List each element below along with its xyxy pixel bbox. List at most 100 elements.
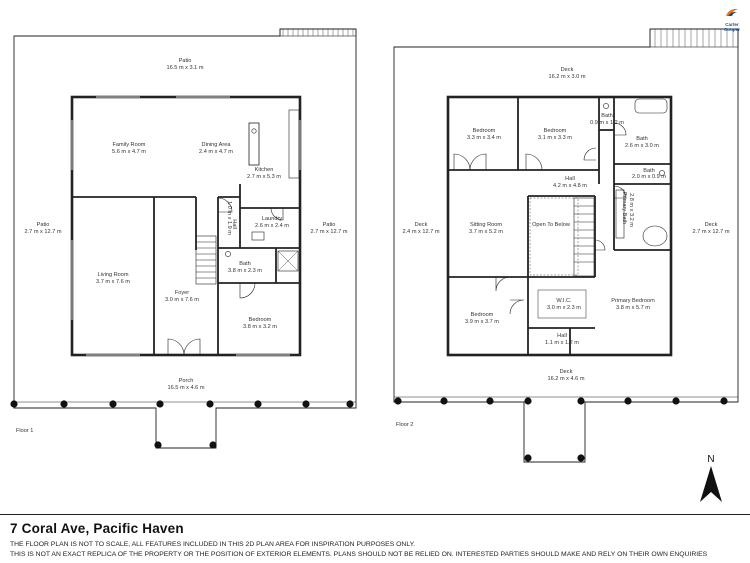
floor-2-toilet-a bbox=[603, 103, 609, 109]
f2-bedroom-b-name: Bedroom bbox=[544, 128, 567, 134]
f1-porch-dims: 16.5 m x 4.6 m bbox=[168, 385, 205, 391]
f1-patio-top-dims: 16.5 m x 3.1 m bbox=[167, 65, 204, 71]
f2-primary-bath-name: Primary Bath bbox=[621, 192, 627, 224]
floor-2-label: Floor 2 bbox=[396, 422, 413, 428]
f1-bedroom-name: Bedroom bbox=[249, 317, 272, 323]
f1-patio-left-name: Patio bbox=[37, 222, 50, 228]
disclaimer-line-2: THIS IS NOT AN EXACT REPLICA OF THE PROP… bbox=[10, 551, 708, 558]
floor-2-stairs bbox=[573, 197, 595, 277]
f1-foyer-dims: 3.0 m x 7.6 m bbox=[165, 297, 199, 303]
f1-dining-name: Dining Area bbox=[202, 142, 232, 148]
floor-2-wic-shelves bbox=[537, 289, 587, 319]
north-label: N bbox=[707, 454, 714, 465]
floor-2-primary-tub bbox=[642, 225, 668, 247]
f2-hall-small-dims: 1.1 m x 1.2 m bbox=[545, 340, 579, 346]
f2-hall-small-name: Hall bbox=[557, 333, 567, 339]
f1-laundry-name: Laundry bbox=[262, 216, 282, 222]
floor-2 bbox=[393, 28, 739, 463]
f1-bedroom-dims: 3.8 m x 3.2 m bbox=[243, 324, 277, 330]
f1-hall-dims: 1.0 m x 1.9 m bbox=[226, 201, 232, 235]
f1-bath-name: Bath bbox=[239, 261, 251, 267]
floor-1-interior-walls bbox=[72, 184, 300, 355]
f2-hall-dims: 4.2 m x 4.8 m bbox=[553, 183, 587, 189]
floor-1-kitchen-island bbox=[248, 122, 260, 166]
logo-text-line1: Carter bbox=[725, 22, 739, 27]
f1-kitchen-name: Kitchen bbox=[255, 167, 274, 173]
f1-patio-top-name: Patio bbox=[179, 58, 192, 64]
floor-2-posts bbox=[394, 397, 728, 462]
floor-1-toilet bbox=[225, 251, 231, 257]
floor-2-vanity bbox=[615, 189, 625, 239]
f1-patio-right-name: Patio bbox=[323, 222, 336, 228]
f2-deck-top-name: Deck bbox=[561, 67, 574, 73]
floor-2-bathtub bbox=[634, 98, 668, 114]
f2-hall-name: Hall bbox=[565, 176, 575, 182]
f2-bath-main-name: Bath bbox=[636, 136, 648, 142]
f2-bath-ensuite-dims: 2.0 m x 0.9 m bbox=[632, 174, 666, 180]
floor-2-windows bbox=[447, 96, 672, 356]
f2-primary-bedroom-dims: 3.8 m x 5.7 m bbox=[616, 305, 650, 311]
logo-mark-icon bbox=[726, 8, 738, 16]
f2-deck-top-dims: 16.2 m x 3.0 m bbox=[549, 74, 586, 80]
floor-2-railing bbox=[649, 28, 739, 48]
brand-logo: Carter Cooper bbox=[718, 4, 746, 32]
floor-1-railing-hatch bbox=[282, 29, 354, 36]
f1-kitchen-dims: 2.7 m x 5.3 m bbox=[247, 174, 281, 180]
north-arrow: N bbox=[696, 452, 726, 504]
floor-2-open-to-below bbox=[529, 197, 579, 276]
f2-primary-bedroom-name: Primary Bedroom bbox=[611, 298, 655, 304]
floor-2-doors bbox=[453, 122, 627, 315]
f1-patio-left-dims: 2.7 m x 12.7 m bbox=[25, 229, 62, 235]
f1-porch-name: Porch bbox=[179, 378, 194, 384]
f2-bath-small-name: Bath bbox=[601, 113, 613, 119]
f2-bath-main-dims: 2.6 m x 3.0 m bbox=[625, 143, 659, 149]
floor-2-interior-walls bbox=[448, 97, 671, 355]
f2-open-to-below-name: Open To Below bbox=[532, 222, 571, 228]
f1-laundry-dims: 2.6 m x 2.4 m bbox=[255, 223, 289, 229]
f1-bath-dims: 3.8 m x 2.3 m bbox=[228, 268, 262, 274]
floor-1-island-sink bbox=[251, 128, 257, 134]
f2-bath-small-dims: 0.9 m x 1.2 m bbox=[590, 120, 624, 126]
logo-text-line2: Cooper bbox=[723, 27, 741, 32]
f2-deck-right-dims: 2.7 m x 12.7 m bbox=[693, 229, 730, 235]
f2-bedroom-a-name: Bedroom bbox=[473, 128, 496, 134]
f1-family-room-dims: 5.6 m x 4.7 m bbox=[112, 149, 146, 155]
f1-dining-dims: 2.4 m x 4.7 m bbox=[199, 149, 233, 155]
footer: 7 Coral Ave, Pacific Haven THE FLOOR PLA… bbox=[0, 514, 750, 563]
f1-foyer-name: Foyer bbox=[175, 290, 189, 296]
f2-primary-bath-dims: 2.8 m x 3.2 m bbox=[628, 193, 634, 227]
floor-1-shower bbox=[277, 250, 299, 272]
f2-bedroom-c-name: Bedroom bbox=[471, 312, 494, 318]
f1-living-name: Living Room bbox=[97, 272, 128, 278]
floor-1-stairs bbox=[195, 235, 217, 285]
f2-deck-left-dims: 2.4 m x 12.7 m bbox=[403, 229, 440, 235]
floor-1-kitchen-counter bbox=[288, 109, 300, 179]
f2-wic-name: W.I.C. bbox=[556, 298, 572, 304]
f1-family-room-name: Family Room bbox=[113, 142, 146, 148]
f2-sitting-dims: 3.7 m x 5.2 m bbox=[469, 229, 503, 235]
floor-2-railing-hatch bbox=[654, 29, 734, 47]
property-address: 7 Coral Ave, Pacific Haven bbox=[10, 521, 184, 536]
north-arrow-icon bbox=[700, 466, 722, 502]
f2-deck-bottom-name: Deck bbox=[560, 369, 573, 375]
f2-bath-ensuite-name: Bath bbox=[643, 168, 655, 174]
f2-bedroom-a-dims: 3.3 m x 3.4 m bbox=[467, 135, 501, 141]
floor-1 bbox=[10, 28, 357, 449]
f2-deck-bottom-dims: 16.2 m x 4.6 m bbox=[548, 376, 585, 382]
f2-bedroom-b-dims: 3.1 m x 3.3 m bbox=[538, 135, 572, 141]
f1-hall-name: Hall bbox=[231, 219, 237, 229]
disclaimer-line-1: THE FLOOR PLAN IS NOT TO SCALE, ALL FEAT… bbox=[10, 541, 416, 548]
floor-2-toilet-b bbox=[659, 170, 665, 176]
f2-sitting-name: Sitting Room bbox=[470, 222, 502, 228]
floor-1-posts bbox=[10, 400, 354, 449]
f2-wic-dims: 3.0 m x 2.3 m bbox=[547, 305, 581, 311]
floor-1-doors bbox=[167, 197, 284, 356]
floor-1-vanity bbox=[251, 231, 265, 241]
f1-living-dims: 3.7 m x 7.6 m bbox=[96, 279, 130, 285]
f2-deck-left-name: Deck bbox=[415, 222, 428, 228]
floor-plan-drawing: Patio 16.5 m x 3.1 m Family Room 5.6 m x… bbox=[10, 28, 739, 463]
f2-deck-right-name: Deck bbox=[705, 222, 718, 228]
floor-1-label: Floor 1 bbox=[16, 428, 33, 434]
f2-bedroom-c-dims: 3.9 m x 3.7 m bbox=[465, 319, 499, 325]
f1-patio-right-dims: 2.7 m x 12.7 m bbox=[311, 229, 348, 235]
